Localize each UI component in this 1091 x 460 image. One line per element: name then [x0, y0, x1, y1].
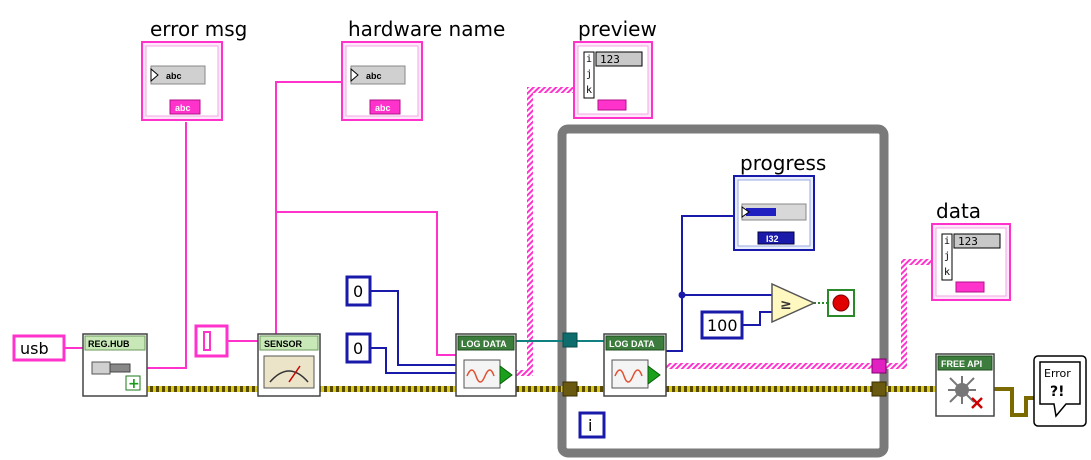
index-i: i [586, 54, 592, 65]
array-out-tunnel [871, 358, 887, 374]
waveform-icon [611, 359, 661, 389]
data-indicator[interactable]: i j k 123 [931, 223, 1011, 301]
ge-symbol: ≥ [780, 297, 792, 313]
usb-plug-icon [91, 361, 111, 375]
chip-release-icon [948, 376, 983, 409]
index-k: k [944, 267, 950, 278]
empty-string-constant[interactable] [194, 324, 229, 358]
index-k: k [586, 85, 592, 96]
svg-text:Error: Error [1044, 367, 1071, 380]
svg-text:LOG DATA: LOG DATA [609, 339, 655, 349]
index-j: j [944, 251, 950, 262]
log-data-subvi-outer[interactable]: LOG DATA [455, 333, 517, 397]
stop-icon [832, 294, 850, 312]
hardware-name-indicator[interactable]: abc abc [341, 41, 423, 121]
svg-text:LOG DATA: LOG DATA [461, 339, 507, 349]
progress-bar-fill [746, 208, 776, 216]
zero-constant-a[interactable]: 0 [345, 275, 372, 307]
sensor-subvi[interactable]: SENSOR [257, 333, 321, 397]
reg-hub-subvi[interactable]: REG.HUB + [82, 333, 148, 397]
array-value: 123 [958, 235, 978, 248]
error-out-tunnel [871, 381, 887, 397]
error-msg-indicator[interactable]: abc abc [141, 41, 223, 121]
svg-text:?!: ?! [1050, 384, 1065, 400]
array-wires[interactable] [516, 87, 936, 376]
while-loop[interactable] [557, 124, 889, 458]
string-glyph: abc [366, 71, 382, 81]
numeric-wires[interactable] [370, 215, 772, 374]
array-value: 123 [600, 53, 620, 66]
greater-or-equal-node[interactable]: ≥ [771, 282, 816, 324]
progress-label: progress [740, 151, 826, 175]
string-type-glyph: abc [375, 103, 391, 113]
svg-text:SENSOR: SENSOR [264, 339, 303, 349]
string-type-glyph: abc [175, 103, 191, 113]
svg-text:usb: usb [20, 339, 49, 358]
usb-constant[interactable]: usb [12, 334, 66, 362]
hardware-name-label: hardware name [348, 17, 505, 41]
data-label: data [936, 199, 981, 223]
string-glyph: abc [166, 71, 182, 81]
wire-junction [678, 291, 686, 299]
gauge-icon [263, 355, 315, 389]
plus-icon: + [128, 376, 140, 392]
preview-label: preview [578, 17, 657, 41]
progress-indicator[interactable]: I32 [733, 175, 815, 251]
simple-error-handler[interactable]: Error ?! [1033, 355, 1087, 427]
log-data-subvi-inner[interactable]: LOG DATA [603, 333, 667, 397]
speech-bubble-icon [1039, 361, 1081, 418]
preview-indicator[interactable]: i j k 123 [573, 41, 653, 119]
error-cluster-wire[interactable] [146, 386, 1034, 417]
zero-constant-b[interactable]: 0 [345, 332, 372, 364]
index-i: i [944, 236, 950, 247]
refnum-tunnel [562, 332, 578, 348]
svg-text:0: 0 [353, 282, 363, 301]
i32-glyph: I32 [766, 234, 779, 244]
hundred-constant[interactable]: 100 [700, 310, 744, 340]
error-in-tunnel [562, 381, 578, 397]
iteration-terminal: i [578, 411, 606, 439]
index-j: j [586, 69, 592, 80]
svg-text:0: 0 [353, 339, 363, 358]
svg-text:REG.HUB: REG.HUB [88, 339, 130, 349]
stop-terminal[interactable] [827, 289, 855, 317]
svg-text:100: 100 [707, 316, 738, 335]
free-api-subvi[interactable]: FREE API [935, 353, 995, 417]
waveform-icon [463, 359, 513, 389]
svg-text:i: i [588, 416, 592, 435]
string-wires[interactable] [64, 81, 456, 369]
svg-text:FREE API: FREE API [941, 359, 982, 369]
error-msg-label: error msg [150, 17, 247, 41]
